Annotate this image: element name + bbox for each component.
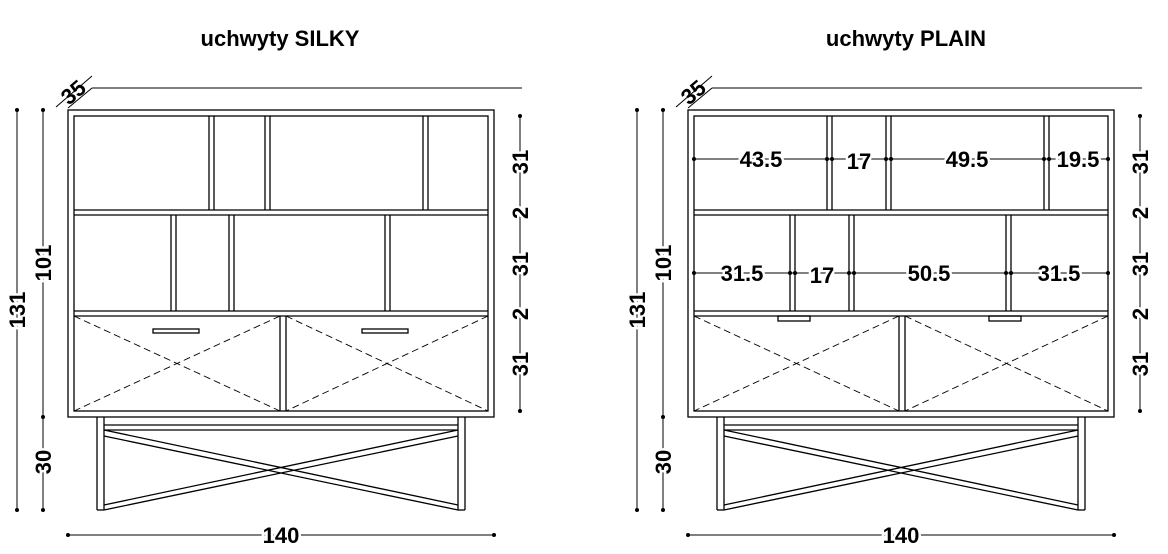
middle-compartment-4-label: 31.5 (1038, 261, 1081, 286)
section-bottom-label-silky: 31 (508, 352, 533, 376)
base-frame-silky (96, 417, 466, 511)
middle-compartment-1-label: 31.5 (721, 261, 764, 286)
height-dimensions-plain: 131 101 30 (623, 108, 679, 512)
handle-plain-left (777, 315, 811, 322)
middle-compartment-2-label: 17 (810, 263, 834, 288)
cabinet-body-plain (687, 109, 1115, 418)
compartment-dimensions-plain: 43.5 17 49.5 19.5 31.5 17 50.5 31.5 (692, 145, 1110, 291)
section-middle-label-plain: 31 (1128, 252, 1153, 276)
title-plain: uchwyty PLAIN (826, 26, 986, 51)
width-label-plain: 140 (883, 523, 920, 548)
total-height-label-silky: 131 (5, 292, 30, 329)
shelf-1-label-silky: 2 (508, 207, 533, 219)
drawer-left-silky (73, 315, 281, 412)
section-bottom-label-plain: 31 (1128, 352, 1153, 376)
view-plain: uchwyty PLAIN 35 (623, 26, 1156, 551)
handle-plain-right (988, 315, 1022, 322)
cabinet-height-label-silky: 101 (31, 245, 56, 282)
width-dimension-plain: 140 (686, 521, 1116, 551)
total-height-label-plain: 131 (625, 292, 650, 329)
depth-label-silky: 35 (56, 75, 91, 110)
cabinet-body-silky (67, 109, 495, 418)
leg-height-label-plain: 30 (651, 450, 676, 474)
section-middle-label-silky: 31 (508, 252, 533, 276)
view-silky: uchwyty SILKY 35 (3, 26, 536, 551)
leg-height-label-silky: 30 (31, 450, 56, 474)
width-dimension-silky: 140 (66, 521, 496, 551)
middle-compartment-3-label: 50.5 (908, 261, 951, 286)
base-frame-plain (716, 417, 1086, 511)
cabinet-height-label-plain: 101 (651, 245, 676, 282)
top-compartment-3-label: 49.5 (946, 147, 989, 172)
shelf-1-label-plain: 2 (1128, 207, 1153, 219)
top-compartment-4-label: 19.5 (1057, 147, 1100, 172)
section-top-label-plain: 31 (1128, 150, 1153, 174)
depth-dimension-plain: 35 (675, 75, 1142, 110)
depth-dimension-silky: 35 (55, 75, 522, 110)
shelf-2-label-plain: 2 (1128, 308, 1153, 320)
section-dimensions-silky: 31 2 31 2 31 (506, 114, 536, 413)
title-silky: uchwyty SILKY (201, 26, 360, 51)
drawer-right-silky (285, 315, 489, 412)
width-label-silky: 140 (263, 523, 300, 548)
top-compartment-2-label: 17 (847, 149, 871, 174)
drawer-right-plain (904, 315, 1109, 412)
depth-label-plain: 35 (676, 75, 711, 110)
section-dimensions-plain: 31 2 31 2 31 (1126, 114, 1156, 413)
top-compartment-1-label: 43.5 (740, 147, 783, 172)
section-top-label-silky: 31 (508, 150, 533, 174)
shelf-2-label-silky: 2 (508, 308, 533, 320)
handle-silky-right (361, 328, 409, 334)
drawer-left-plain (693, 315, 900, 412)
handle-silky-left (152, 328, 200, 334)
height-dimensions-silky: 131 101 30 (3, 108, 59, 512)
